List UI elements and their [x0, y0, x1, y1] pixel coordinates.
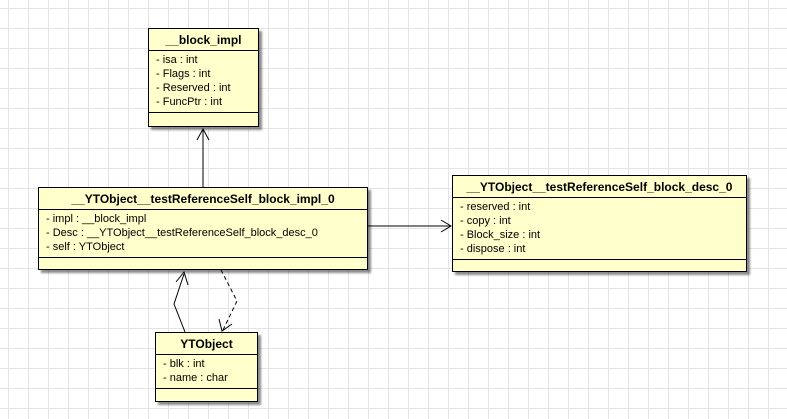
attribute: - Block_size : int [460, 229, 541, 241]
operations-compartment [149, 113, 258, 121]
attribute: - Flags : int [156, 68, 211, 80]
attribute: - isa : int [156, 54, 198, 66]
attribute: - name : char [163, 372, 228, 384]
operations-compartment [453, 260, 746, 268]
relation-ytobject-to-impl0 [173, 270, 189, 333]
attribute: - dispose : int [460, 243, 526, 255]
relation-impl0-to-block-impl [196, 127, 210, 187]
attribute-list: - reserved : int - copy : int - Block_si… [453, 198, 746, 260]
attribute: - blk : int [163, 358, 205, 370]
class-block-impl[interactable]: __block_impl - isa : int - Flags : int -… [148, 28, 259, 127]
attribute: - FuncPtr : int [156, 96, 223, 108]
operations-compartment [39, 258, 367, 266]
class-block-desc-0[interactable]: __YTObject__testReferenceSelf_block_desc… [452, 175, 747, 272]
class-name: __YTObject__testReferenceSelf_block_desc… [453, 176, 746, 198]
attribute: - Desc : __YTObject__testReferenceSelf_b… [46, 227, 318, 239]
class-name: __block_impl [149, 29, 258, 51]
relation-impl0-to-desc0 [368, 219, 452, 233]
attribute: - self : YTObject [46, 241, 125, 253]
attribute-list: - impl : __block_impl - Desc : __YTObjec… [39, 210, 367, 258]
class-name: YTObject [156, 333, 257, 355]
attribute: - copy : int [460, 215, 511, 227]
attribute-list: - blk : int - name : char [156, 355, 257, 389]
attribute: - reserved : int [460, 201, 531, 213]
class-block-impl-0[interactable]: __YTObject__testReferenceSelf_block_impl… [38, 187, 368, 270]
class-ytobject[interactable]: YTObject - blk : int - name : char [155, 332, 258, 402]
attribute: - impl : __block_impl [46, 213, 147, 225]
operations-compartment [156, 389, 257, 397]
attribute-list: - isa : int - Flags : int - Reserved : i… [149, 51, 258, 113]
relation-impl0-to-ytobject-dashed [218, 269, 238, 332]
class-name: __YTObject__testReferenceSelf_block_impl… [39, 188, 367, 210]
attribute: - Reserved : int [156, 82, 231, 94]
